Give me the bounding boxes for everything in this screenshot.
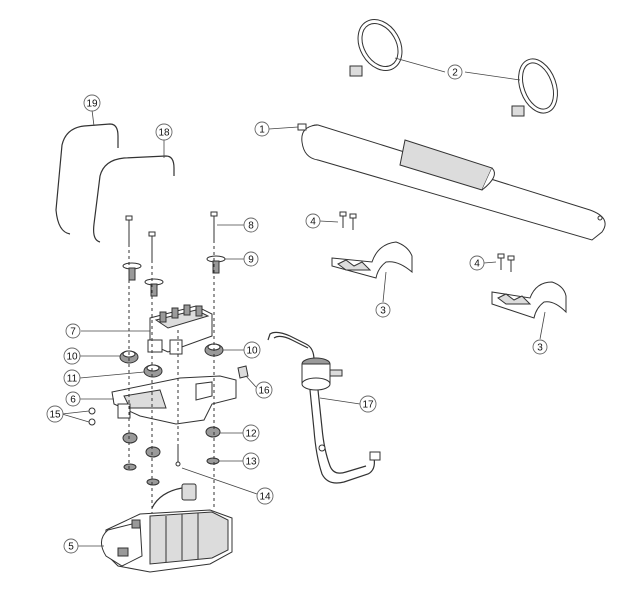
lower-rubber-mounts: [122, 426, 221, 458]
callout-8: 8: [243, 217, 259, 233]
callout-2: 2: [447, 64, 463, 80]
callout-18: 18: [155, 123, 173, 141]
callout-4-lower: 4: [469, 255, 485, 271]
callout-11: 11: [63, 369, 81, 387]
callout-label: 1: [259, 125, 265, 136]
callout-label: 19: [86, 99, 98, 110]
mounting-bolts: [125, 211, 218, 260]
callout-14: 14: [256, 487, 274, 505]
tank-cradle-bracket-right: [491, 281, 567, 319]
callout-label: 11: [67, 374, 78, 385]
damper-center: [143, 364, 163, 378]
callout-1: 1: [254, 121, 270, 137]
air-line-19: [55, 123, 119, 235]
callout-12: 12: [242, 424, 260, 442]
callout-label: 15: [49, 410, 61, 421]
air-compressor: [101, 483, 233, 573]
air-reservoir-tank: [297, 123, 606, 241]
tank-strap-right: [511, 58, 558, 117]
callout-19: 19: [83, 94, 101, 112]
callout-label: 6: [70, 395, 76, 406]
callout-7: 7: [65, 323, 81, 339]
callout-label: 18: [158, 128, 170, 139]
callout-label: 17: [362, 400, 374, 411]
callout-13: 13: [242, 452, 260, 470]
callout-label: 16: [258, 386, 270, 397]
callout-5: 5: [63, 538, 79, 554]
air-line-with-filter: [267, 331, 381, 484]
callout-label: 3: [537, 343, 543, 354]
washers: [123, 457, 220, 486]
callout-label: 7: [70, 327, 76, 338]
callout-label: 3: [380, 306, 386, 317]
bolt-pair-upper: [339, 211, 357, 230]
callout-label: 9: [248, 255, 254, 266]
locating-pin: [175, 446, 181, 467]
callout-label: 10: [66, 352, 78, 363]
callout-label: 2: [452, 68, 458, 79]
callout-label: 13: [245, 457, 257, 468]
bolt-pair-lower: [497, 253, 515, 272]
callout-label: 10: [246, 346, 258, 357]
callout-17: 17: [359, 395, 377, 413]
callout-3-left: 3: [375, 302, 391, 318]
callout-label: 8: [248, 221, 254, 232]
callout-label: 4: [474, 259, 480, 270]
callout-16: 16: [255, 381, 273, 399]
air-line-18: [93, 155, 175, 243]
callout-3-right: 3: [532, 339, 548, 355]
small-screws: [88, 407, 96, 426]
callout-9: 9: [243, 251, 259, 267]
retaining-clip: [237, 365, 249, 379]
callout-label: 12: [245, 429, 257, 440]
leader-lines: [61, 57, 546, 547]
rubber-mounts: [122, 255, 226, 297]
compressor-mounting-bracket: [111, 375, 237, 425]
callout-6: 6: [65, 391, 81, 407]
callout-10-left: 10: [63, 347, 81, 365]
callout-15: 15: [46, 405, 64, 423]
callout-10-right: 10: [243, 341, 261, 359]
tank-cradle-bracket-left: [331, 241, 413, 279]
tank-strap-left: [349, 19, 403, 77]
callout-4-upper: 4: [305, 213, 321, 229]
solenoid-valve-block: [147, 304, 213, 355]
callout-label: 14: [259, 492, 271, 503]
callout-label: 4: [310, 217, 316, 228]
callout-label: 5: [68, 542, 74, 553]
assembly-guide-lines: [128, 240, 215, 520]
